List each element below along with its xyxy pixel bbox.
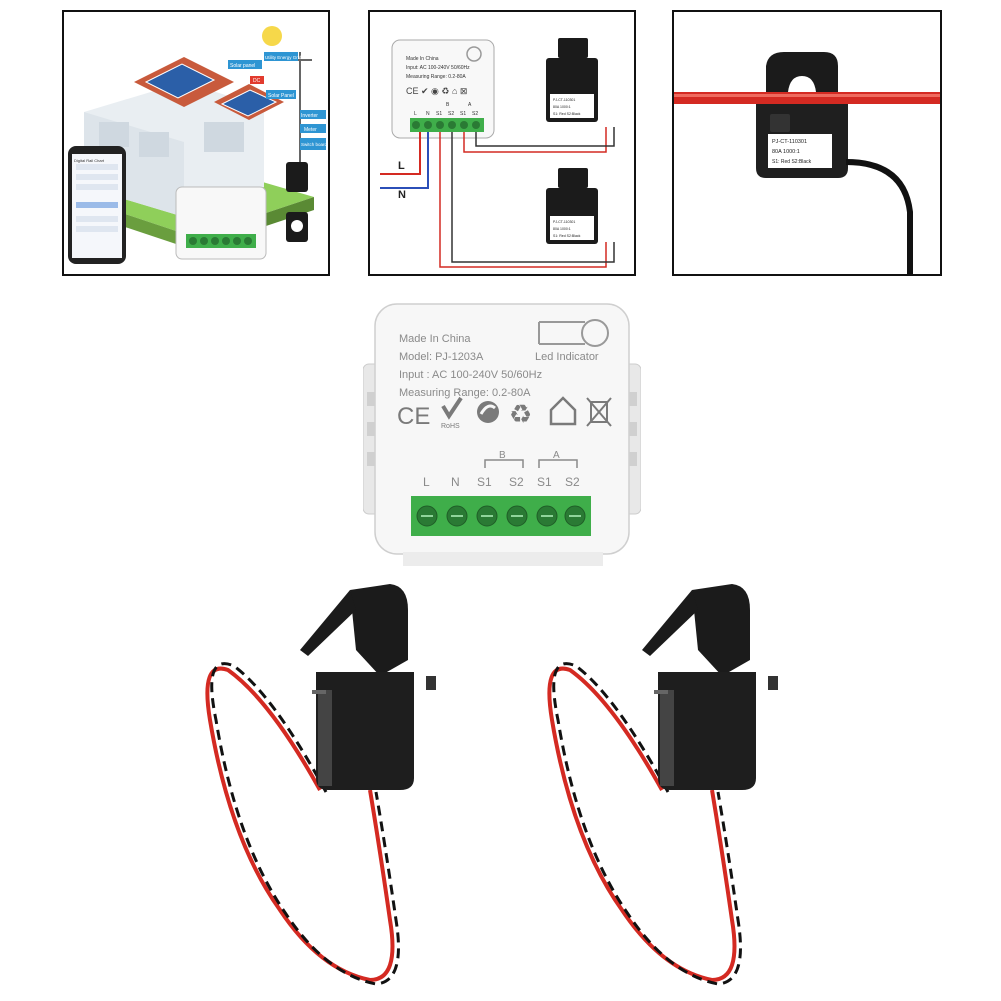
clamp-label-rating: 80A 1000:1 bbox=[772, 149, 800, 155]
wiring-diagram: Made In China Input: AC 100-240V 50/60Hz… bbox=[380, 38, 615, 268]
label-meter: Meter bbox=[304, 127, 317, 133]
neutral-label: N bbox=[398, 189, 406, 201]
green-dot-icon bbox=[477, 401, 499, 423]
terminal-block bbox=[411, 496, 591, 536]
module-model: Model: PJ-1203A bbox=[399, 351, 484, 363]
clamp-label-model: PJ-CT-110301 bbox=[772, 139, 807, 145]
weee-bin-icon bbox=[586, 397, 612, 427]
current-clamp-left bbox=[200, 580, 460, 990]
clamp-label-wires: S1: Red S2:Black bbox=[772, 159, 812, 165]
ct1-label-rating: 80A 1000:1 bbox=[553, 105, 571, 109]
energy-meter-module: Made In China Model: PJ-1203A Input : AC… bbox=[363, 302, 641, 570]
clamp-closeup-panel: PJ-CT-110301 80A 1000:1 S1: Red S2:Black bbox=[672, 10, 942, 276]
wiring-group-a: A bbox=[468, 102, 472, 108]
wiring-diagram-panel: Made In China Input: AC 100-240V 50/60Hz… bbox=[368, 10, 636, 276]
recycle-icon: ♻ bbox=[509, 400, 532, 430]
phone-title: Digital Rail Chart bbox=[74, 158, 105, 163]
rohs-check-icon bbox=[441, 396, 463, 420]
label-dc: DC bbox=[253, 78, 261, 84]
wiring-term-b-s1: S1 bbox=[436, 111, 442, 117]
installation-diagram-panel: Solar panel Utility Energy Grid Solar Pa… bbox=[62, 10, 330, 276]
led-indicator-icon bbox=[538, 319, 609, 347]
label-inverter: Inverter bbox=[301, 113, 318, 119]
rohs-label: RoHS bbox=[441, 423, 460, 430]
terminal-label-a-s2: S2 bbox=[565, 475, 580, 489]
label-solar-panel: Solar panel bbox=[230, 63, 255, 69]
group-b-label: B bbox=[499, 450, 506, 461]
terminal-label-b-s2: S2 bbox=[509, 475, 524, 489]
label-utility-grid: Utility Energy Grid bbox=[265, 55, 302, 60]
wiring-term-a-s2: S2 bbox=[472, 111, 478, 117]
module-body: Made In China Model: PJ-1203A Input : AC… bbox=[363, 303, 641, 566]
group-a-label: A bbox=[553, 450, 560, 461]
ct-clamp-left-drawing bbox=[205, 584, 436, 986]
wiring-module-range: Measuring Range: 0.2-80A bbox=[406, 74, 466, 80]
ce-mark-icon: CE bbox=[397, 403, 430, 430]
ct2-label-wires: S1: Red S2:Black bbox=[553, 234, 581, 238]
ct1-label-model: PJ-CT-110301 bbox=[553, 98, 575, 102]
terminal-label-a-s1: S1 bbox=[537, 475, 552, 489]
label-solar-panel-2: Solar Panel bbox=[268, 93, 294, 99]
ct2-label-model: PJ-CT-110301 bbox=[553, 220, 575, 224]
wiring-module-made-in: Made In China bbox=[406, 56, 439, 62]
wiring-term-l: L bbox=[414, 111, 417, 117]
clamp-on-wire: PJ-CT-110301 80A 1000:1 S1: Red S2:Black bbox=[674, 52, 940, 274]
ct1-label-wires: S1: Red S2:Black bbox=[553, 112, 581, 116]
house-illustration: Solar panel Utility Energy Grid Solar Pa… bbox=[68, 26, 328, 264]
svg-text:CE ✔ ◉ ♻ ⌂ ⊠: CE ✔ ◉ ♻ ⌂ ⊠ bbox=[406, 86, 467, 96]
ct-clamp-right-drawing bbox=[547, 584, 778, 986]
label-switch-board: Switch board bbox=[301, 142, 328, 147]
led-indicator-label: Led Indicator bbox=[535, 351, 599, 363]
current-clamp-right bbox=[542, 580, 802, 990]
terminal-label-b-s1: S1 bbox=[477, 475, 492, 489]
wiring-group-b: B bbox=[446, 102, 450, 108]
wiring-term-n: N bbox=[426, 111, 430, 117]
wiring-term-a-s1: S1 bbox=[460, 111, 466, 117]
wiring-term-b-s2: S2 bbox=[448, 111, 454, 117]
indoor-use-icon bbox=[549, 396, 577, 426]
terminal-label-n: N bbox=[451, 475, 460, 489]
module-range: Measuring Range: 0.2-80A bbox=[399, 387, 531, 399]
module-made-in: Made In China bbox=[399, 333, 471, 345]
terminal-label-l: L bbox=[423, 475, 430, 489]
ct2-label-rating: 80A 1000:1 bbox=[553, 227, 571, 231]
line-label: L bbox=[398, 160, 405, 172]
module-input: Input : AC 100-240V 50/60Hz bbox=[399, 369, 542, 381]
wiring-module-input: Input: AC 100-240V 50/60Hz bbox=[406, 65, 470, 71]
